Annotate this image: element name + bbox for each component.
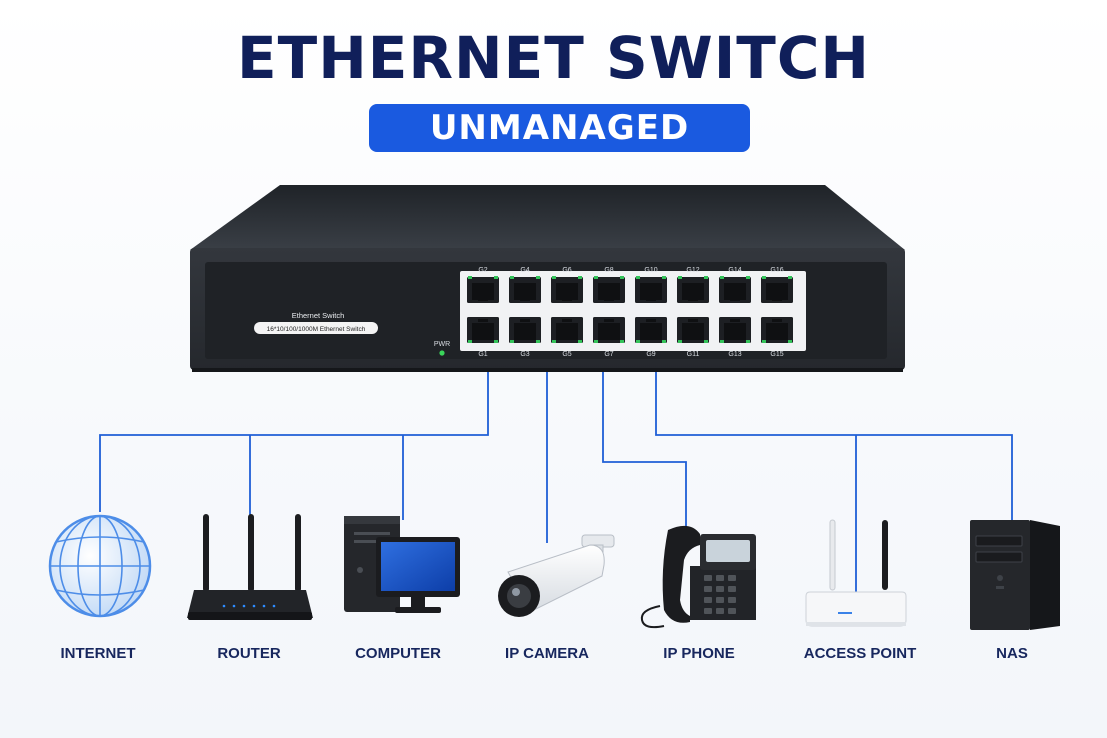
subtitle-badge: UNMANAGED (369, 104, 750, 152)
port-activity-led-icon (788, 340, 792, 343)
port-activity-led-icon (578, 276, 582, 279)
port-link-led-icon (678, 276, 682, 279)
port-label: G3 (520, 351, 529, 358)
ethernet-port (551, 276, 583, 303)
port-activity-led-icon (704, 340, 708, 343)
switch-brand-text: Ethernet Switch (292, 311, 345, 320)
port-link-led-icon (468, 340, 472, 343)
port-activity-led-icon (662, 340, 666, 343)
port-link-led-icon (594, 340, 598, 343)
port-link-led-icon (510, 276, 514, 279)
switch-spec-pill (254, 322, 378, 334)
port-label: G2 (478, 267, 487, 274)
port-activity-led-icon (494, 340, 498, 343)
port-label: G13 (728, 351, 741, 358)
port-link-led-icon (720, 340, 724, 343)
port-link-led-icon (552, 276, 556, 279)
port-label: G4 (520, 267, 529, 274)
power-label: PWR (434, 341, 450, 348)
ethernet-port (467, 276, 499, 303)
connection-line-ip-phone (602, 372, 687, 527)
ethernet-port (635, 276, 667, 303)
port-label: G15 (770, 351, 783, 358)
port-link-led-icon (636, 276, 640, 279)
connection-lines (99, 372, 1013, 592)
port-activity-led-icon (536, 276, 540, 279)
port-activity-led-icon (620, 340, 624, 343)
port-label: G6 (562, 267, 571, 274)
ethernet-port (593, 276, 625, 303)
ethernet-port (509, 276, 541, 303)
access-point-icon (805, 519, 907, 627)
port-label: G5 (562, 351, 571, 358)
ethernet-port (677, 317, 709, 343)
port-label: G8 (604, 267, 613, 274)
port-label: G10 (644, 267, 657, 274)
port-link-led-icon (552, 340, 556, 343)
ip-camera-icon (498, 534, 615, 617)
device-labels: INTERNET ROUTER COMPUTER IP CAMERA IP PH… (61, 645, 1028, 662)
port-link-led-icon (720, 276, 724, 279)
ethernet-port (593, 317, 625, 343)
port-activity-led-icon (620, 276, 624, 279)
port-label: G1 (478, 351, 487, 358)
ethernet-port (509, 317, 541, 343)
port-link-led-icon (468, 276, 472, 279)
port-activity-led-icon (788, 276, 792, 279)
device-label-router: ROUTER (217, 645, 281, 662)
port-activity-led-icon (746, 340, 750, 343)
globe-icon (48, 514, 152, 618)
device-label-computer: COMPUTER (355, 645, 441, 662)
device-label-access-point: ACCESS POINT (804, 645, 917, 662)
port-label: G16 (770, 267, 783, 274)
port-link-led-icon (762, 276, 766, 279)
port-activity-led-icon (494, 276, 498, 279)
power-led-icon (439, 350, 445, 356)
port-link-led-icon (510, 340, 514, 343)
device-label-ip-camera: IP CAMERA (505, 645, 589, 662)
port-activity-led-icon (536, 340, 540, 343)
port-activity-led-icon (704, 276, 708, 279)
port-label: G14 (728, 267, 741, 274)
switch-spec-text: 16*10/100/1000M Ethernet Switch (267, 326, 366, 333)
port-label: G11 (687, 351, 700, 358)
ethernet-port (761, 276, 793, 303)
connection-line-nas (655, 372, 1013, 520)
connection-line-internet (99, 372, 489, 512)
port-activity-led-icon (662, 276, 666, 279)
port-link-led-icon (678, 340, 682, 343)
computer-icon (344, 516, 460, 613)
port-label: G7 (604, 351, 613, 358)
port-label: G12 (686, 267, 699, 274)
ethernet-port (719, 276, 751, 303)
ethernet-port (761, 317, 793, 343)
ethernet-port (635, 317, 667, 343)
ethernet-port (551, 317, 583, 343)
ethernet-port (677, 276, 709, 303)
nas-icon (970, 520, 1060, 630)
port-activity-led-icon (578, 340, 582, 343)
port-link-led-icon (762, 340, 766, 343)
port-activity-led-icon (746, 276, 750, 279)
ip-phone-icon (640, 525, 756, 629)
port-link-led-icon (636, 340, 640, 343)
ethernet-switch: Ethernet Switch 16*10/100/1000M Ethernet… (190, 185, 905, 372)
device-label-ip-phone: IP PHONE (663, 645, 734, 662)
device-label-internet: INTERNET (61, 645, 136, 662)
port-label: G9 (646, 351, 655, 358)
device-label-nas: NAS (996, 645, 1028, 662)
router-icon (187, 514, 313, 620)
ethernet-port (719, 317, 751, 343)
switch-top-panel (190, 185, 905, 250)
port-link-led-icon (594, 276, 598, 279)
ethernet-port (467, 317, 499, 343)
page-title: ETHERNET SWITCH (237, 24, 870, 92)
